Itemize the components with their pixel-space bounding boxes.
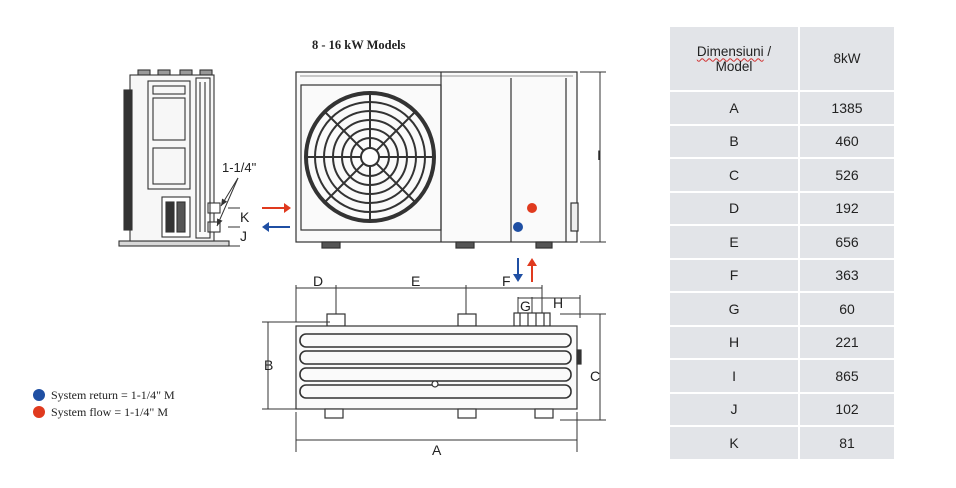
table-cell-value: 865 [800,360,896,394]
table-cell-dimension: K [670,427,801,461]
flow-connection-dot [527,203,537,213]
table-cell-value: 81 [800,427,896,461]
fan-grille [304,91,436,223]
legend-return-text: System return = 1-1/4" M [51,388,175,402]
table-cell-dimension: H [670,326,801,360]
legend: System return = 1-1/4" M System flow = 1… [33,388,175,419]
header-model: Model [715,58,753,74]
table-cell-value: 460 [800,125,896,159]
label-e: E [411,273,420,289]
header-slash: / [763,43,772,59]
top-view [295,312,582,419]
table-header-dimension-model: Dimensiuni / Model [670,27,801,92]
pipe-size-label: 1-1/4" [222,160,257,175]
pipe-leader-lines [216,177,240,247]
table-header-row: Dimensiuni / Model 8kW [670,27,896,92]
label-k: K [240,209,250,225]
side-view [118,69,230,247]
label-a: A [432,442,442,458]
table-cell-dimension: E [670,226,801,260]
table-cell-value: 221 [800,326,896,360]
table-cell-value: 363 [800,259,896,293]
technical-drawing: 8 - 16 kW Models 1-1/4" [33,38,606,458]
table-cell-value: 656 [800,226,896,260]
label-b: B [264,357,273,373]
drawing-title: 8 - 16 kW Models [312,38,406,52]
label-c: C [590,368,600,384]
table-cell-value: 60 [800,293,896,327]
table-cell-dimension: G [670,293,801,327]
table-cell-dimension: I [670,360,801,394]
return-connection-dot [513,222,523,232]
label-i: I [597,147,601,163]
table-cell-dimension: J [670,393,801,427]
table-cell-dimension: A [670,92,801,126]
top-flow-return-arrows [513,258,537,282]
front-view [295,71,579,249]
bottom-dimension-lines [262,313,606,452]
table-cell-value: 526 [800,159,896,193]
table-cell-value: 1385 [800,92,896,126]
table-cell-dimension: F [670,259,801,293]
label-j: J [240,228,247,244]
legend-return-marker [33,389,45,401]
table-cell-dimension: D [670,192,801,226]
table-cell-value: 192 [800,192,896,226]
label-g: G [520,298,531,314]
flow-return-arrows [262,203,291,232]
dimension-i [580,71,606,243]
label-f: F [502,273,511,289]
table-cell-dimension: B [670,125,801,159]
label-h: H [553,295,563,311]
legend-flow-text: System flow = 1-1/4" M [51,405,168,419]
legend-flow-marker [33,406,45,418]
header-dimensiuni: Dimensiuni [696,43,764,59]
table-cell-dimension: C [670,159,801,193]
table-header-8kw: 8kW [800,27,896,92]
table-cell-value: 102 [800,393,896,427]
label-d: D [313,273,323,289]
